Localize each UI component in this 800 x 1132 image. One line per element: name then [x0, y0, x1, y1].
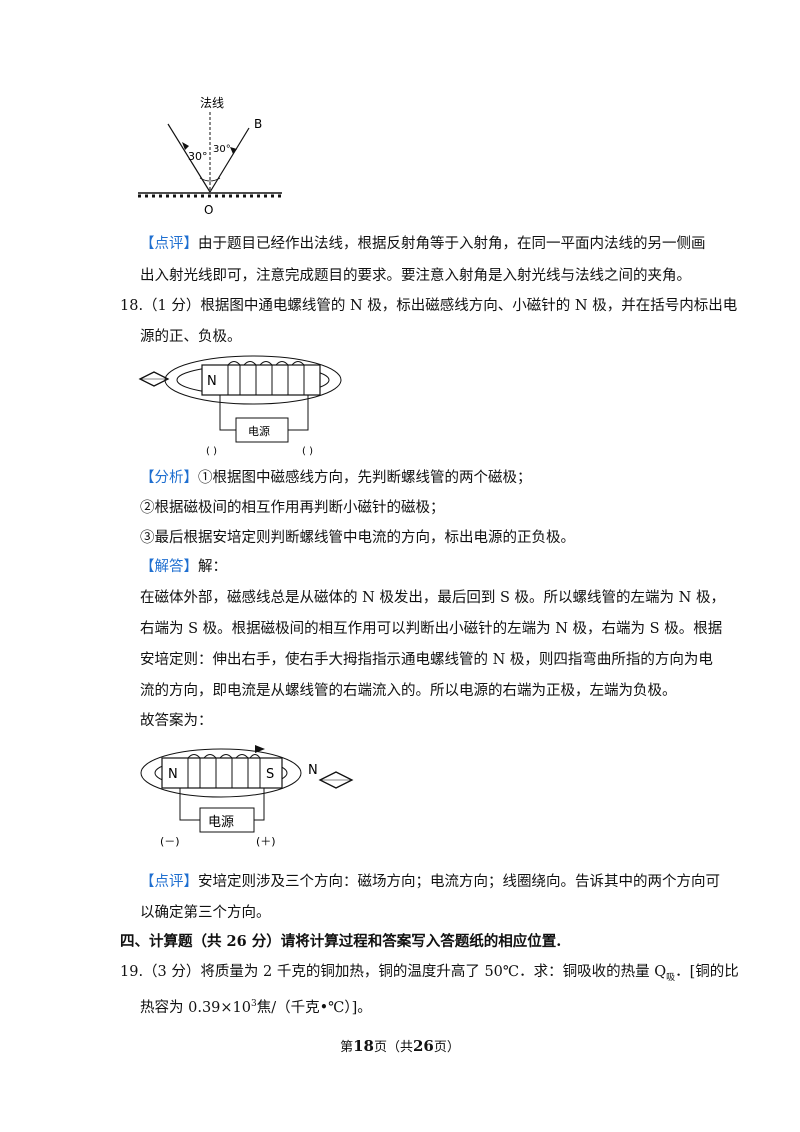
question-19-line2: 热容为 0.39×103焦/（千克•℃）]。 [140, 999, 372, 1016]
incident-ray [167, 123, 211, 193]
analysis18-line2: ②根据磁极间的相互作用再判断小磁针的磁极； [140, 500, 445, 516]
answer18-line3: 安培定则：伸出右手，使右手大拇指指示通电螺线管的 N 极，则四指弯曲所指的方向为… [140, 652, 713, 668]
answer-tag: 【解答】 [140, 559, 198, 575]
reflected-arrow [230, 147, 237, 154]
field-line-outer [140, 748, 302, 798]
answer18-line1: 在磁体外部，磁感线总是从磁体的 N 极发出，最后回到 S 极。所以螺线管的左端为… [140, 590, 725, 606]
incident-arrow [182, 142, 189, 150]
review17-line1: 【点评】由于题目已经作出法线，根据反射角等于入射角，在同一平面内法线的另一侧画 [140, 236, 706, 252]
page-total: 26 [413, 1037, 434, 1055]
circuit-wire [179, 788, 200, 821]
solenoid-body [161, 757, 283, 789]
left-bracket: ( ) [206, 446, 217, 457]
field-direction-arrow [255, 745, 265, 753]
point-o-label: O [204, 203, 213, 217]
positive-sign: (＋) [256, 835, 276, 848]
page-footer: 第18页（共26页） [340, 1037, 460, 1055]
normal-label: 法线 [200, 96, 224, 110]
answer18-line4: 流的方向，即电流是从螺线管的右端流入的。所以电源的右端为正极，左端为负极。 [140, 683, 677, 699]
reflection-diagram: 法线 B 30° 30° O [138, 96, 282, 217]
point-b-label: B [254, 117, 262, 131]
question-19-line1: 19.（3 分）将质量为 2 千克的铜加热，铜的温度升高了 50℃．求：铜吸收的… [120, 964, 739, 983]
power-source-label: 电源 [248, 424, 270, 438]
solenoid-s-label: S [266, 767, 274, 782]
analysis18-line1: 【分析】①根据图中磁感线方向，先判断螺线管的两个磁极； [140, 470, 532, 486]
analysis-tag: 【分析】 [140, 470, 198, 486]
analysis18-line3: ③最后根据安培定则判断螺线管中电流的方向，标出电源的正负极。 [140, 530, 575, 546]
right-bracket: ( ) [302, 446, 313, 457]
page-number: 18 [353, 1037, 374, 1055]
solenoid-coils [227, 361, 305, 395]
section-heading: 四、计算题（共 26 分）请将计算过程和答案写入答题纸的相应位置. [120, 933, 562, 950]
question-18-line1: 18.（1 分）根据图中通电螺线管的 N 极，标出磁感线方向、小磁针的 N 极，… [120, 298, 738, 314]
solenoid-question-diagram: N 电源 ( ) ( ) [138, 355, 342, 457]
solenoid-n-label: N [168, 767, 178, 782]
angle-arc [199, 177, 221, 182]
circuit-wire [219, 395, 236, 431]
negative-sign: (－) [160, 835, 180, 848]
review-tag: 【点评】 [140, 874, 198, 890]
power-source-box [199, 807, 255, 833]
solenoid-coils [187, 754, 261, 788]
solenoid-body [201, 364, 321, 396]
answer18-line5: 故答案为： [140, 713, 213, 729]
power-source-label: 电源 [208, 815, 234, 830]
solenoid-answer-diagram: N S N 电源 (－) (＋) [140, 745, 354, 848]
question-18-line2: 源的正、负极。 [140, 329, 242, 345]
answer18-line2: 右端为 S 极。根据磁极间的相互作用可以判断出小磁针的左端为 N 极，右端为 S… [140, 621, 723, 637]
angle-left-label: 30° [188, 150, 208, 163]
review17-line2: 出入射光线即可，注意完成题目的要求。要注意入射角是入射光线与法线之间的夹角。 [140, 268, 691, 284]
field-line-outer [164, 355, 342, 405]
review-tag: 【点评】 [140, 236, 198, 252]
reflected-ray [209, 127, 250, 193]
review18-line1: 【点评】安培定则涉及三个方向：磁场方向；电流方向；线圈绕向。告诉其中的两个方向可 [140, 874, 720, 890]
review18-line2: 以确定第三个方向。 [140, 905, 271, 921]
angle-right-label: 30° [213, 144, 231, 155]
power-source-box [235, 417, 289, 443]
answer18-tag-line: 【解答】解： [140, 559, 227, 575]
solenoid-n-label: N [207, 374, 217, 389]
needle-n-label: N [308, 763, 318, 778]
